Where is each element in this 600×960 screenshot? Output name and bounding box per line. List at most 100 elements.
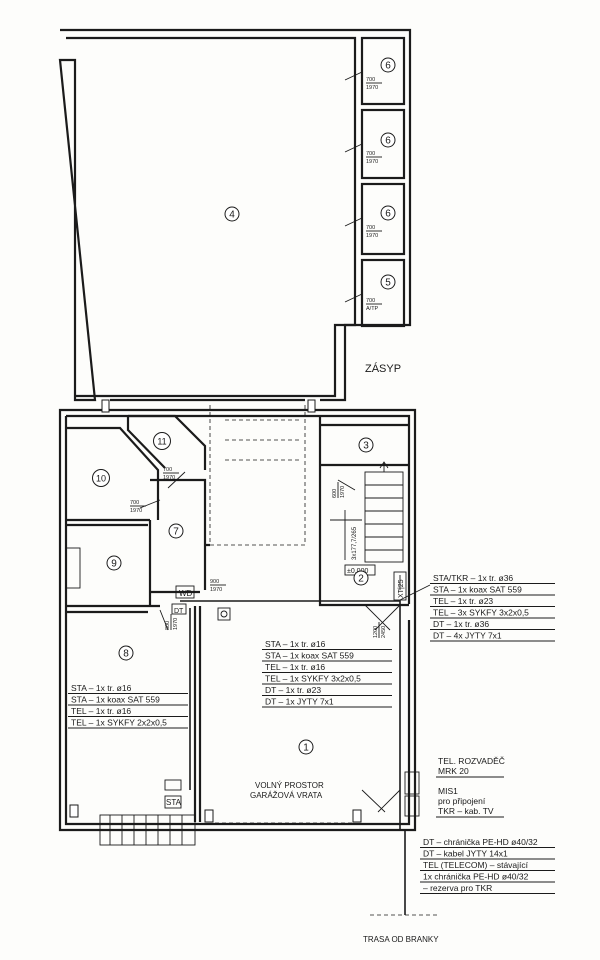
spec-right-line: STA/TKR – 1x tr. ø36: [433, 573, 513, 583]
svg-text:700: 700: [366, 151, 375, 157]
svg-text:A/TP: A/TP: [366, 306, 379, 312]
pillar: [69, 804, 79, 818]
xt-box: [393, 571, 407, 601]
svg-text:3: 3: [363, 441, 369, 452]
svg-text:1970: 1970: [340, 486, 346, 498]
room-number-9: 9: [106, 555, 122, 571]
room-number-4: 4: [224, 206, 240, 222]
lower-outer-wall: [58, 408, 417, 832]
xt-link: [399, 575, 431, 601]
tel-box-line: MRK 20: [438, 766, 469, 776]
spec-center-line: TEL – 1x tr. ø16: [265, 662, 325, 672]
mis-box-line: pro připojení: [438, 796, 486, 806]
svg-text:1970: 1970: [366, 159, 378, 165]
t-box: [164, 779, 182, 791]
door-dim-6a: 700 1970: [366, 77, 382, 91]
door-dimensions: 700197070019707001970700A/TP700197070019…: [130, 77, 387, 638]
cell-5: [360, 258, 406, 328]
room-2-3-walls: [318, 416, 409, 607]
dt-box: [171, 603, 187, 615]
room-number-5: 5: [380, 274, 396, 290]
cell-6c: [360, 182, 406, 256]
garage-label-2: GARÁŽOVÁ VRATA: [250, 791, 323, 800]
pillar: [307, 399, 316, 413]
spec-left-line: TEL – 1x tr. ø16: [71, 706, 131, 716]
room-9-walls: [66, 523, 148, 614]
corridor-dashed: [209, 405, 306, 546]
spec-center-line: STA – 1x tr. ø16: [265, 639, 326, 649]
svg-text:2450: 2450: [381, 626, 387, 638]
svg-text:10: 10: [96, 474, 106, 484]
spec-right-line: DT – 1x tr. ø36: [433, 619, 489, 629]
svg-text:700: 700: [366, 225, 375, 231]
spec-right-line: TEL – 3x SYKFY 3x2x0,5: [433, 608, 529, 618]
spec-right-line: DT – 4x JYTY 7x1: [433, 631, 502, 641]
svg-text:6: 6: [385, 136, 391, 147]
svg-text:6: 6: [385, 209, 391, 220]
room-number-11: 11: [153, 432, 171, 450]
svg-text:4: 4: [229, 210, 235, 221]
door-dim-6c: 700 1970: [366, 225, 382, 239]
stair-label: 3x177,7/265: [352, 526, 358, 560]
stair: [330, 461, 404, 563]
pillar: [101, 399, 110, 413]
zasyp-label: ZÁSYP: [365, 362, 401, 375]
svg-text:1970: 1970: [173, 618, 179, 630]
spec-bottom-line: TEL (TELECOM) – stávající: [423, 860, 529, 870]
svg-text:700: 700: [130, 500, 139, 506]
svg-text:7: 7: [173, 527, 179, 538]
xt-label: XT|25: [398, 579, 405, 598]
svg-text:1: 1: [303, 743, 309, 754]
spec-bottom-line: 1x chránička PE-HD ø40/32: [423, 872, 529, 882]
room-number-8: 8: [118, 645, 134, 661]
svg-text:9: 9: [111, 559, 117, 570]
spec-center-line: DT – 1x tr. ø23: [265, 685, 321, 695]
room-number-6c: 6: [380, 205, 396, 221]
svg-text:2: 2: [358, 574, 364, 585]
room-number-3: 3: [358, 437, 374, 453]
partitions: [65, 405, 409, 846]
spec-center-line: DT – 1x JYTY 7x1: [265, 697, 334, 707]
door-swings: [139, 471, 401, 631]
cable-routes: [180, 575, 440, 916]
svg-text:8: 8: [123, 649, 129, 660]
svg-text:700: 700: [366, 298, 375, 304]
cell-6a: [360, 36, 406, 106]
room-7-walls: [148, 478, 210, 605]
pillar: [352, 809, 362, 823]
spec-center-line: TEL – 1x SYKFY 3x2x0,5: [265, 674, 361, 684]
lower-inner-wall: [64, 414, 411, 826]
mis-cabinet: [404, 795, 420, 817]
upper-inner-wall: [66, 36, 357, 398]
entry-steps: [99, 814, 196, 846]
svg-text:5: 5: [385, 278, 391, 289]
svg-text:1970: 1970: [366, 233, 378, 239]
storage-cells: [344, 36, 406, 328]
svg-text:1970: 1970: [366, 85, 378, 91]
wd-label: WD: [179, 589, 193, 598]
svg-text:700: 700: [163, 467, 172, 473]
svg-text:1200: 1200: [373, 626, 379, 638]
svg-text:900: 900: [210, 579, 219, 585]
sta-label: STA: [166, 798, 182, 807]
svg-text:700: 700: [366, 77, 375, 83]
pillar: [204, 809, 214, 823]
spec-right-line: STA – 1x koax SAT 559: [433, 585, 522, 595]
room-number-7: 7: [168, 523, 184, 539]
door-dim-11: 700 1970: [163, 467, 179, 481]
room-number-2: 2: [353, 570, 369, 586]
spec-left-line: STA – 1x tr. ø16: [71, 683, 132, 693]
svg-text:1970: 1970: [163, 475, 175, 481]
tel-cabinet: [404, 771, 420, 795]
dt-label: DT: [174, 608, 184, 615]
